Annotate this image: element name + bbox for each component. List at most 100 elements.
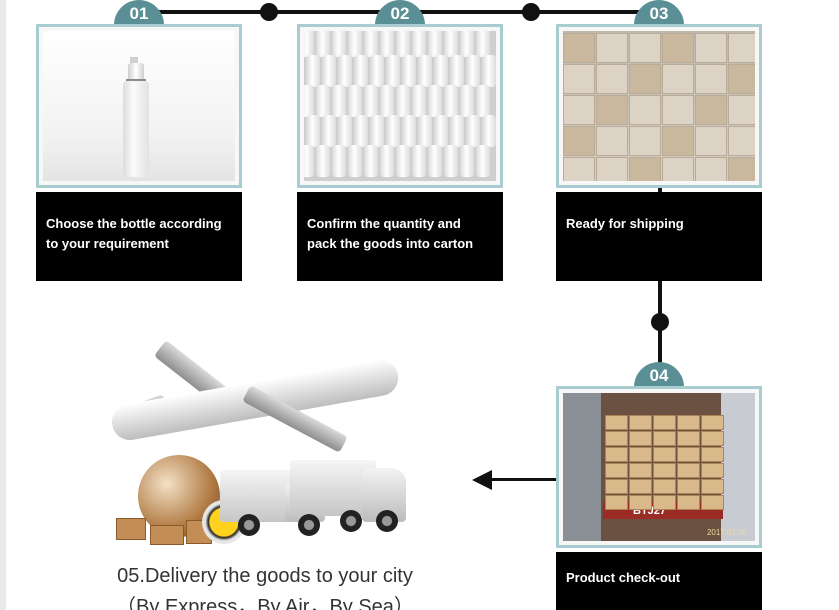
container-carton	[605, 431, 628, 446]
carton	[695, 95, 727, 125]
container-carton	[605, 479, 628, 494]
mini-bottle	[354, 115, 368, 147]
container-carton	[653, 463, 676, 478]
mini-bottle	[348, 31, 362, 57]
mini-bottle	[306, 55, 320, 87]
truck-trailer	[290, 460, 376, 516]
container-carton	[701, 495, 724, 510]
mini-bottle	[412, 145, 426, 177]
step-caption-04: Product check-out	[556, 552, 762, 610]
carton	[596, 64, 628, 94]
mini-bottle	[396, 31, 410, 57]
container-carton	[677, 415, 700, 430]
carton	[629, 33, 661, 63]
wheel-3	[340, 510, 362, 532]
delivery-illustration	[90, 320, 420, 555]
step-caption-02: Confirm the quantity and pack the goods …	[297, 192, 503, 281]
connector-dot-1	[260, 3, 278, 21]
mini-bottle	[428, 31, 442, 57]
container-carton	[629, 479, 652, 494]
mini-bottle	[396, 145, 410, 177]
container-carton	[701, 463, 724, 478]
carton	[596, 33, 628, 63]
container-carton	[653, 495, 676, 510]
container-carton	[629, 431, 652, 446]
mini-bottle	[304, 145, 314, 177]
mini-bottle	[450, 115, 464, 147]
mini-bottle	[370, 115, 384, 147]
carton	[596, 95, 628, 125]
mini-bottle	[476, 31, 490, 57]
mini-bottle	[304, 85, 314, 117]
mini-bottle	[364, 31, 378, 57]
delivery-title: 05.Delivery the goods to your city	[117, 565, 413, 587]
mini-bottle	[444, 85, 458, 117]
container-carton	[677, 463, 700, 478]
mini-bottle	[466, 55, 480, 87]
carton	[662, 157, 694, 181]
container-carton	[653, 415, 676, 430]
page-left-border	[0, 0, 6, 610]
mini-bottle	[316, 145, 330, 177]
mini-bottle	[444, 31, 458, 57]
carton	[629, 126, 661, 156]
mini-bottle	[418, 115, 432, 147]
container-carton	[605, 495, 628, 510]
carton	[695, 157, 727, 181]
step-photo-cartons	[556, 24, 762, 188]
arrow-to-delivery-line	[488, 478, 556, 481]
container-carton	[629, 495, 652, 510]
container-carton	[605, 447, 628, 462]
mini-bottle	[428, 85, 442, 117]
container-carton	[605, 463, 628, 478]
mini-bottle	[332, 31, 346, 57]
mini-bottle	[386, 115, 400, 147]
step-badge-04: 04	[634, 362, 684, 388]
mini-bottle	[338, 55, 352, 87]
mini-bottle	[482, 115, 496, 147]
container-date-stamp: 2017.01.05	[706, 528, 747, 537]
mini-bottle	[364, 85, 378, 117]
carton	[728, 95, 755, 125]
container-carton	[653, 447, 676, 462]
mini-bottle	[332, 85, 346, 117]
container-carton	[677, 431, 700, 446]
step-caption-01: Choose the bottle according to your requ…	[36, 192, 242, 281]
carton	[563, 157, 595, 181]
arrow-left-icon	[472, 470, 492, 490]
mini-bottle	[434, 115, 448, 147]
step-photo-container: BTJ27 2017.01.05	[556, 386, 762, 548]
mini-bottle	[386, 55, 400, 87]
mini-bottle	[434, 55, 448, 87]
mini-bottle	[482, 55, 496, 87]
mini-bottle	[460, 31, 474, 57]
carton	[629, 64, 661, 94]
carton	[695, 126, 727, 156]
container-carton	[653, 479, 676, 494]
container-carton	[701, 479, 724, 494]
container-carton	[629, 415, 652, 430]
carton	[629, 95, 661, 125]
step-badge-02: 02	[375, 0, 425, 26]
wheel-4	[376, 510, 398, 532]
container-carton	[701, 447, 724, 462]
carton	[596, 126, 628, 156]
connector-dot-2	[522, 3, 540, 21]
mini-bottle	[380, 31, 394, 57]
carton	[662, 33, 694, 63]
carton	[563, 126, 595, 156]
mini-bottle	[460, 85, 474, 117]
carton	[728, 157, 755, 181]
container-carton	[677, 447, 700, 462]
mini-bottle	[348, 145, 362, 177]
step-caption-03: Ready for shipping	[556, 192, 762, 281]
mini-bottle	[418, 55, 432, 87]
mini-bottle	[304, 31, 314, 57]
carton	[629, 157, 661, 181]
mini-bottle	[402, 115, 416, 147]
mini-bottle	[322, 115, 336, 147]
mini-bottle	[476, 85, 490, 117]
mini-bottle	[354, 55, 368, 87]
container-carton	[701, 415, 724, 430]
mini-bottle	[332, 145, 346, 177]
